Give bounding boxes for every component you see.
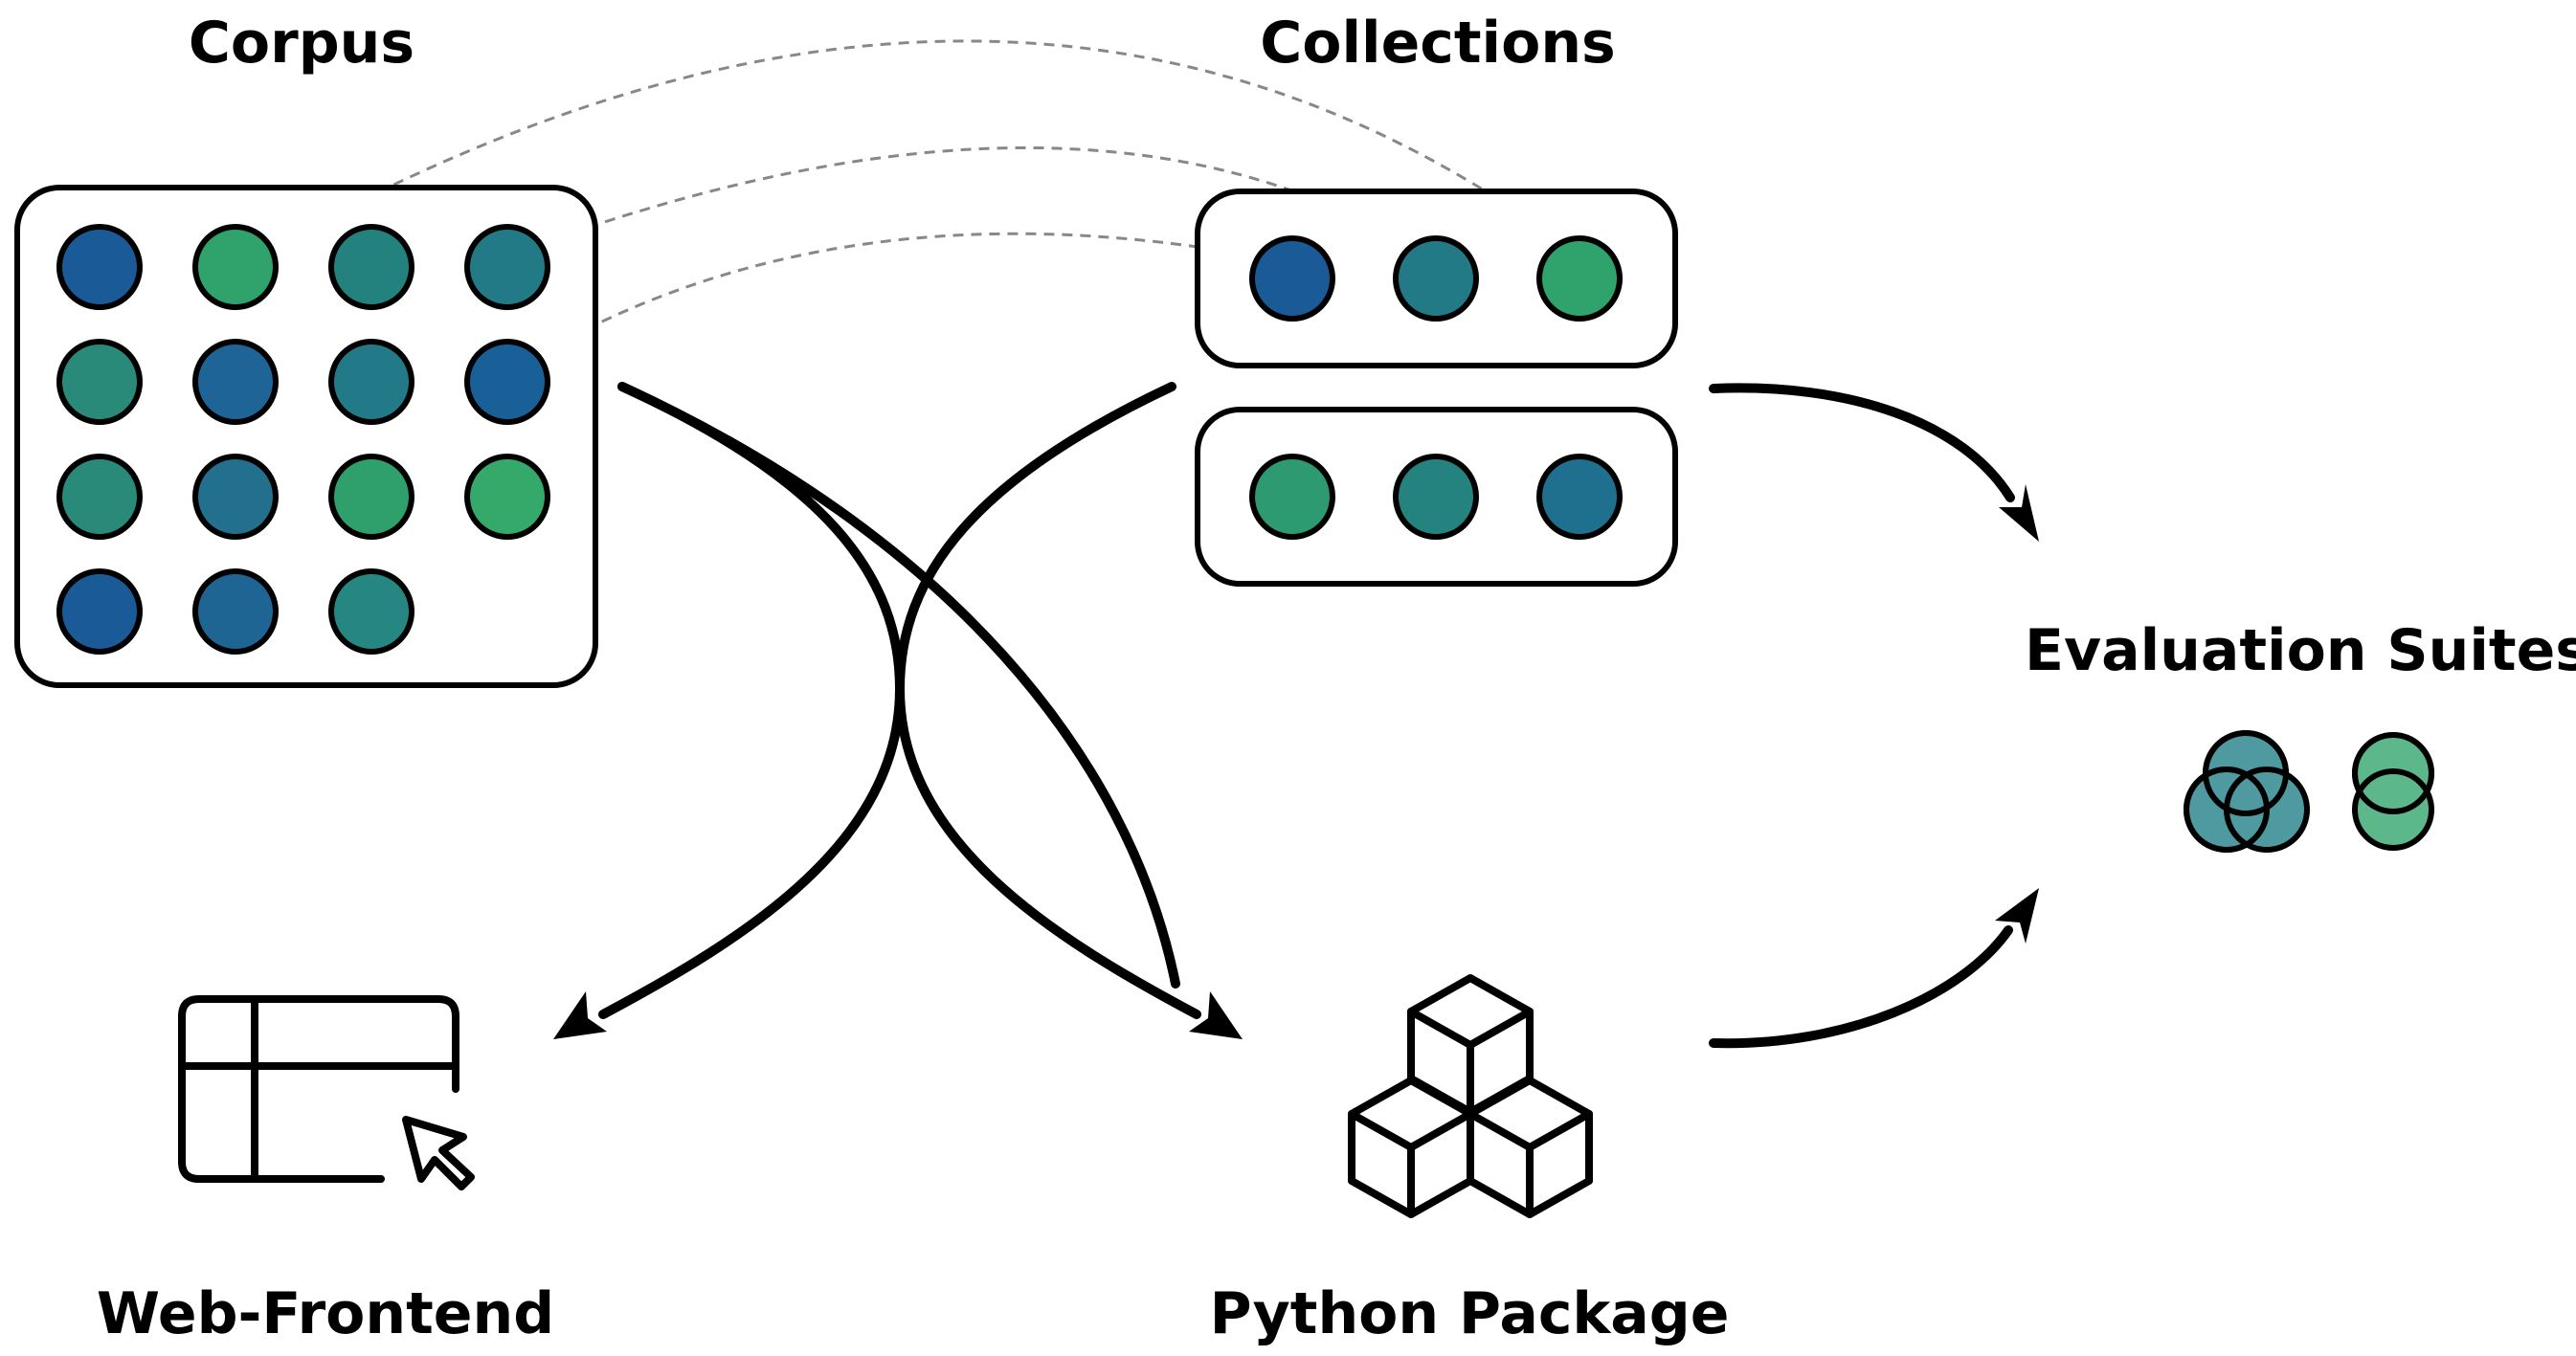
- collection-document-dot: [1536, 235, 1623, 322]
- cube-right: [1467, 1077, 1593, 1218]
- corpus-box: [14, 185, 598, 688]
- collections-to-web-arrow: [598, 382, 1176, 1019]
- corpus-document-dot: [56, 568, 143, 655]
- corpus-document-dot: [328, 568, 414, 655]
- reference-arrow: [280, 39, 1542, 245]
- stacked-cubes-icon: [1348, 974, 1593, 1218]
- venn-group-two: [2352, 732, 2434, 851]
- python-to-evaluation-arrow: [1709, 925, 2013, 1049]
- collections-panel: [1195, 189, 1678, 587]
- corpus-document-dot: [192, 224, 279, 310]
- flow-arrows: [553, 382, 2039, 1049]
- corpus-document-dot: [328, 454, 414, 540]
- python-to-evaluation-arrowhead: [1995, 888, 2039, 944]
- cube-left: [1348, 1077, 1474, 1218]
- corpus-to-python-arrow-curve: [617, 382, 1201, 1019]
- evaluation-suites-title: Evaluation Suites: [2025, 617, 2576, 684]
- corpus-document-dot: [192, 568, 279, 655]
- corpus-document-dot: [56, 224, 143, 310]
- corpus-document-dot: [56, 454, 143, 540]
- corpus-document-dot: [464, 339, 550, 425]
- corpus-document-dot: [328, 224, 414, 310]
- corpus-document-dot: [464, 224, 550, 310]
- table-outline: [178, 995, 459, 1183]
- collection-document-dot: [1249, 454, 1335, 540]
- collection-document-dot: [1393, 235, 1479, 322]
- table-cursor-icon: [178, 995, 475, 1190]
- corpus-document-dot: [328, 339, 414, 425]
- python-package-title: Python Package: [1210, 1280, 1730, 1347]
- collection-dots: [1249, 235, 1623, 540]
- corpus-document-dot: [192, 454, 279, 540]
- collection-document-dot: [1249, 235, 1335, 322]
- corpus-dots: [56, 224, 550, 655]
- corpus-title: Corpus: [189, 10, 414, 77]
- collections-title: Collections: [1260, 10, 1616, 77]
- corpus-to-python-arrowhead: [1189, 991, 1243, 1039]
- collection-document-dot: [1393, 454, 1479, 540]
- venn-outline: [2184, 767, 2270, 853]
- cursor-arrow: [402, 1116, 475, 1190]
- venn-group-three: [2184, 730, 2310, 853]
- evaluation-suites-icon: [2184, 730, 2434, 853]
- collections-to-evaluation-arrowhead: [1999, 484, 2039, 542]
- collections-to-evaluation-arrow: [1709, 383, 2015, 502]
- corpus-document-dot: [464, 454, 550, 540]
- reference-arrow: [552, 146, 1397, 241]
- venn-outline: [2352, 732, 2434, 814]
- corpus-document-dot: [56, 339, 143, 425]
- corpus-document-dot: [192, 339, 279, 425]
- web-frontend-title: Web-Frontend: [97, 1280, 554, 1347]
- collection-document-dot: [1536, 454, 1623, 540]
- reference-arrow: [552, 232, 1236, 348]
- corpus-panel: [14, 185, 598, 688]
- collections-to-web-arrowhead: [553, 991, 607, 1039]
